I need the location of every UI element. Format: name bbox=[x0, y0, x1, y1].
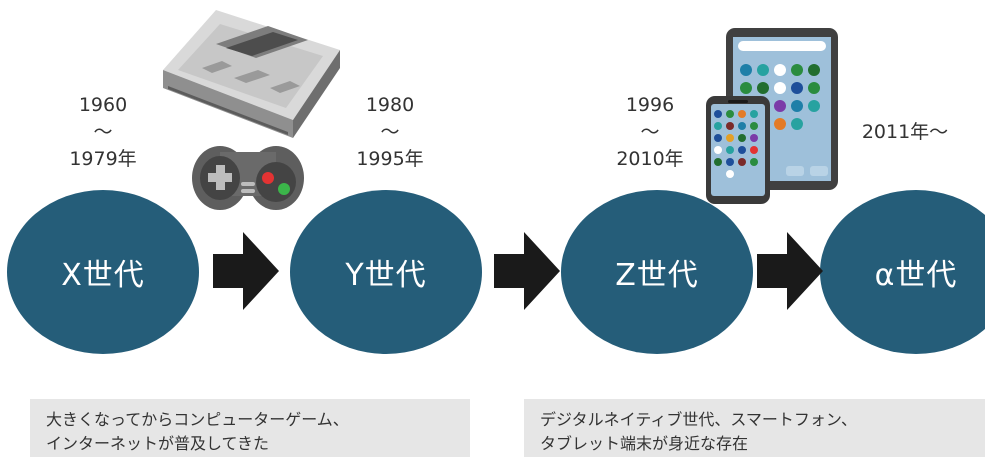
generation-alpha-label: α世代 bbox=[874, 258, 958, 293]
years-y: 1980 〜 1995年 bbox=[340, 92, 440, 173]
years-x: 1960 〜 1979年 bbox=[58, 92, 148, 173]
years-alpha: 2011年〜 bbox=[850, 119, 960, 146]
gamepad-icon bbox=[192, 146, 304, 210]
generation-x-circle: X世代 bbox=[7, 190, 199, 354]
years-z-sep: 〜 bbox=[640, 121, 660, 143]
arrow-z-to-alpha bbox=[757, 232, 823, 310]
generation-z-circle: Z世代 bbox=[561, 190, 753, 354]
generation-z-label: Z世代 bbox=[615, 258, 699, 293]
generation-y-label: Y世代 bbox=[345, 258, 427, 293]
smartphone-icon bbox=[706, 96, 770, 204]
note-xy-line1: 大きくなってからコンピューターゲーム、 bbox=[46, 410, 349, 429]
years-z: 1996 〜 2010年 bbox=[600, 92, 700, 173]
years-y-sep: 〜 bbox=[380, 121, 400, 143]
note-xy-line2: インターネットが普及してきた bbox=[46, 434, 270, 453]
generation-x-label: X世代 bbox=[61, 258, 145, 293]
years-z-end: 2010年 bbox=[616, 148, 684, 170]
generation-y-circle: Y世代 bbox=[290, 190, 482, 354]
years-x-end: 1979年 bbox=[69, 148, 137, 170]
years-y-end: 1995年 bbox=[356, 148, 424, 170]
years-x-sep: 〜 bbox=[93, 121, 113, 143]
arrow-y-to-z bbox=[494, 232, 560, 310]
note-xy-generations: 大きくなってからコンピューターゲーム、 インターネットが普及してきた bbox=[30, 399, 470, 457]
years-x-start: 1960 bbox=[78, 94, 128, 116]
note-z-alpha-generations: デジタルネイティブ世代、スマートフォン、 タブレット端末が身近な存在 bbox=[524, 399, 985, 457]
note-za-line1: デジタルネイティブ世代、スマートフォン、 bbox=[540, 410, 857, 429]
years-y-start: 1980 bbox=[365, 94, 415, 116]
arrow-x-to-y bbox=[213, 232, 279, 310]
generation-alpha-circle: α世代 bbox=[820, 190, 985, 354]
game-console-icon bbox=[163, 10, 340, 138]
years-z-start: 1996 bbox=[625, 94, 675, 116]
note-za-line2: タブレット端末が身近な存在 bbox=[540, 434, 749, 453]
years-alpha-start: 2011年〜 bbox=[861, 121, 949, 143]
